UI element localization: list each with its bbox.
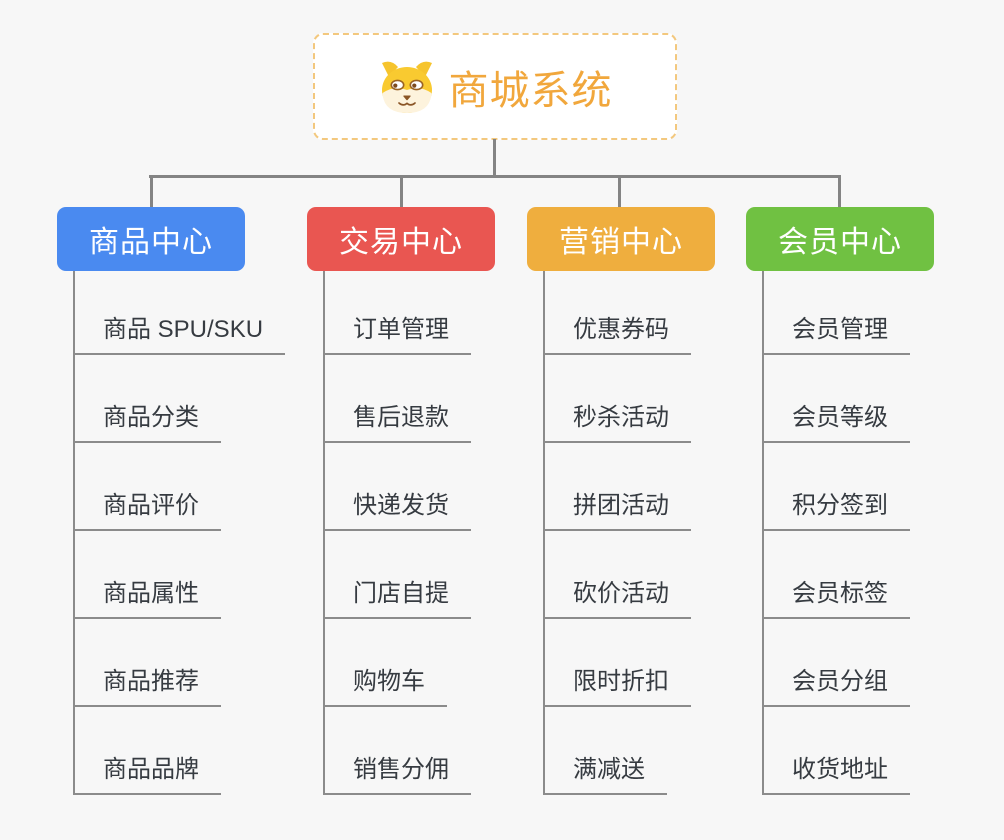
topic-label[interactable]: 商品评价 — [75, 485, 221, 531]
list-item: 快递发货 — [325, 443, 471, 531]
list-item: 订单管理 — [325, 271, 471, 355]
list-item: 商品推荐 — [75, 619, 285, 707]
topic-label[interactable]: 收货地址 — [764, 749, 910, 795]
list-item: 限时折扣 — [545, 619, 691, 707]
branch-label: 营销中心 — [559, 226, 683, 259]
branch-label: 商品中心 — [89, 226, 213, 259]
root-node[interactable]: 商城系统 — [313, 33, 677, 140]
connector-drop-4 — [838, 175, 841, 207]
topic-label[interactable]: 商品属性 — [75, 573, 221, 619]
branch-trunk-line: 会员管理 会员等级 积分签到 会员标签 会员分组 收货地址 — [762, 271, 910, 795]
branch-node[interactable]: 交易中心 — [307, 207, 495, 271]
list-item: 会员管理 — [764, 271, 910, 355]
list-item: 积分签到 — [764, 443, 910, 531]
list-item: 拼团活动 — [545, 443, 691, 531]
list-item: 会员标签 — [764, 531, 910, 619]
list-item: 商品分类 — [75, 355, 285, 443]
dog-face-icon — [381, 61, 432, 113]
list-item: 秒杀活动 — [545, 355, 691, 443]
list-item: 商品属性 — [75, 531, 285, 619]
branch-trunk-line: 商品 SPU/SKU 商品分类 商品评价 商品属性 商品推荐 商品品牌 — [73, 271, 286, 795]
list-item: 满减送 — [545, 707, 691, 795]
topic-label[interactable]: 满减送 — [545, 749, 667, 795]
topic-label[interactable]: 销售分佣 — [325, 749, 471, 795]
topic-label[interactable]: 秒杀活动 — [545, 397, 691, 443]
list-item: 优惠券码 — [545, 271, 691, 355]
branch-node[interactable]: 营销中心 — [527, 207, 715, 271]
topic-label[interactable]: 购物车 — [325, 661, 447, 707]
connector-horizontal — [149, 175, 841, 178]
list-item: 商品评价 — [75, 443, 285, 531]
list-item: 砍价活动 — [545, 531, 691, 619]
topic-label[interactable]: 快递发货 — [325, 485, 471, 531]
root-title: 商城系统 — [448, 68, 613, 113]
connector-drop-1 — [150, 175, 153, 207]
connector-drop-2 — [400, 175, 403, 207]
list-item: 门店自提 — [325, 531, 471, 619]
list-item: 购物车 — [325, 619, 471, 707]
branch-trunk-line: 订单管理 售后退款 快递发货 门店自提 购物车 销售分佣 — [323, 271, 471, 795]
topic-label[interactable]: 会员标签 — [764, 573, 910, 619]
branch-label: 交易中心 — [339, 226, 463, 259]
branch-node[interactable]: 商品中心 — [57, 207, 245, 271]
topic-label[interactable]: 商品推荐 — [75, 661, 221, 707]
topic-label[interactable]: 商品 SPU/SKU — [75, 309, 286, 355]
topic-label[interactable]: 积分签到 — [764, 485, 910, 531]
branch-node[interactable]: 会员中心 — [746, 207, 934, 271]
list-item: 商品品牌 — [75, 707, 285, 795]
branch-member-center: 会员中心 会员管理 会员等级 积分签到 会员标签 会员分组 收货地址 — [746, 207, 991, 795]
connector-drop-3 — [618, 175, 621, 207]
list-item: 商品 SPU/SKU — [75, 271, 286, 355]
list-item: 会员等级 — [764, 355, 910, 443]
topic-label[interactable]: 优惠券码 — [545, 309, 691, 355]
list-item: 售后退款 — [325, 355, 471, 443]
branch-marketing-center: 营销中心 优惠券码 秒杀活动 拼团活动 砍价活动 限时折扣 满减送 — [527, 207, 772, 795]
list-item: 销售分佣 — [325, 707, 471, 795]
topic-label[interactable]: 订单管理 — [325, 309, 471, 355]
topic-label[interactable]: 会员等级 — [764, 397, 910, 443]
topic-label[interactable]: 商品品牌 — [75, 749, 221, 795]
branch-trunk-line: 优惠券码 秒杀活动 拼团活动 砍价活动 限时折扣 满减送 — [543, 271, 691, 795]
topic-label[interactable]: 售后退款 — [325, 397, 471, 443]
topic-label[interactable]: 商品分类 — [75, 397, 221, 443]
topic-label[interactable]: 会员分组 — [764, 661, 910, 707]
branch-label: 会员中心 — [778, 226, 902, 259]
connector-root-stub — [493, 139, 496, 176]
branch-trade-center: 交易中心 订单管理 售后退款 快递发货 门店自提 购物车 销售分佣 — [307, 207, 552, 795]
branch-product-center: 商品中心 商品 SPU/SKU 商品分类 商品评价 商品属性 商品推荐 商品品牌 — [57, 207, 302, 795]
topic-label[interactable]: 门店自提 — [325, 573, 471, 619]
topic-label[interactable]: 会员管理 — [764, 309, 910, 355]
topic-label[interactable]: 拼团活动 — [545, 485, 691, 531]
topic-label[interactable]: 砍价活动 — [545, 573, 691, 619]
list-item: 会员分组 — [764, 619, 910, 707]
list-item: 收货地址 — [764, 707, 910, 795]
topic-label[interactable]: 限时折扣 — [545, 661, 691, 707]
